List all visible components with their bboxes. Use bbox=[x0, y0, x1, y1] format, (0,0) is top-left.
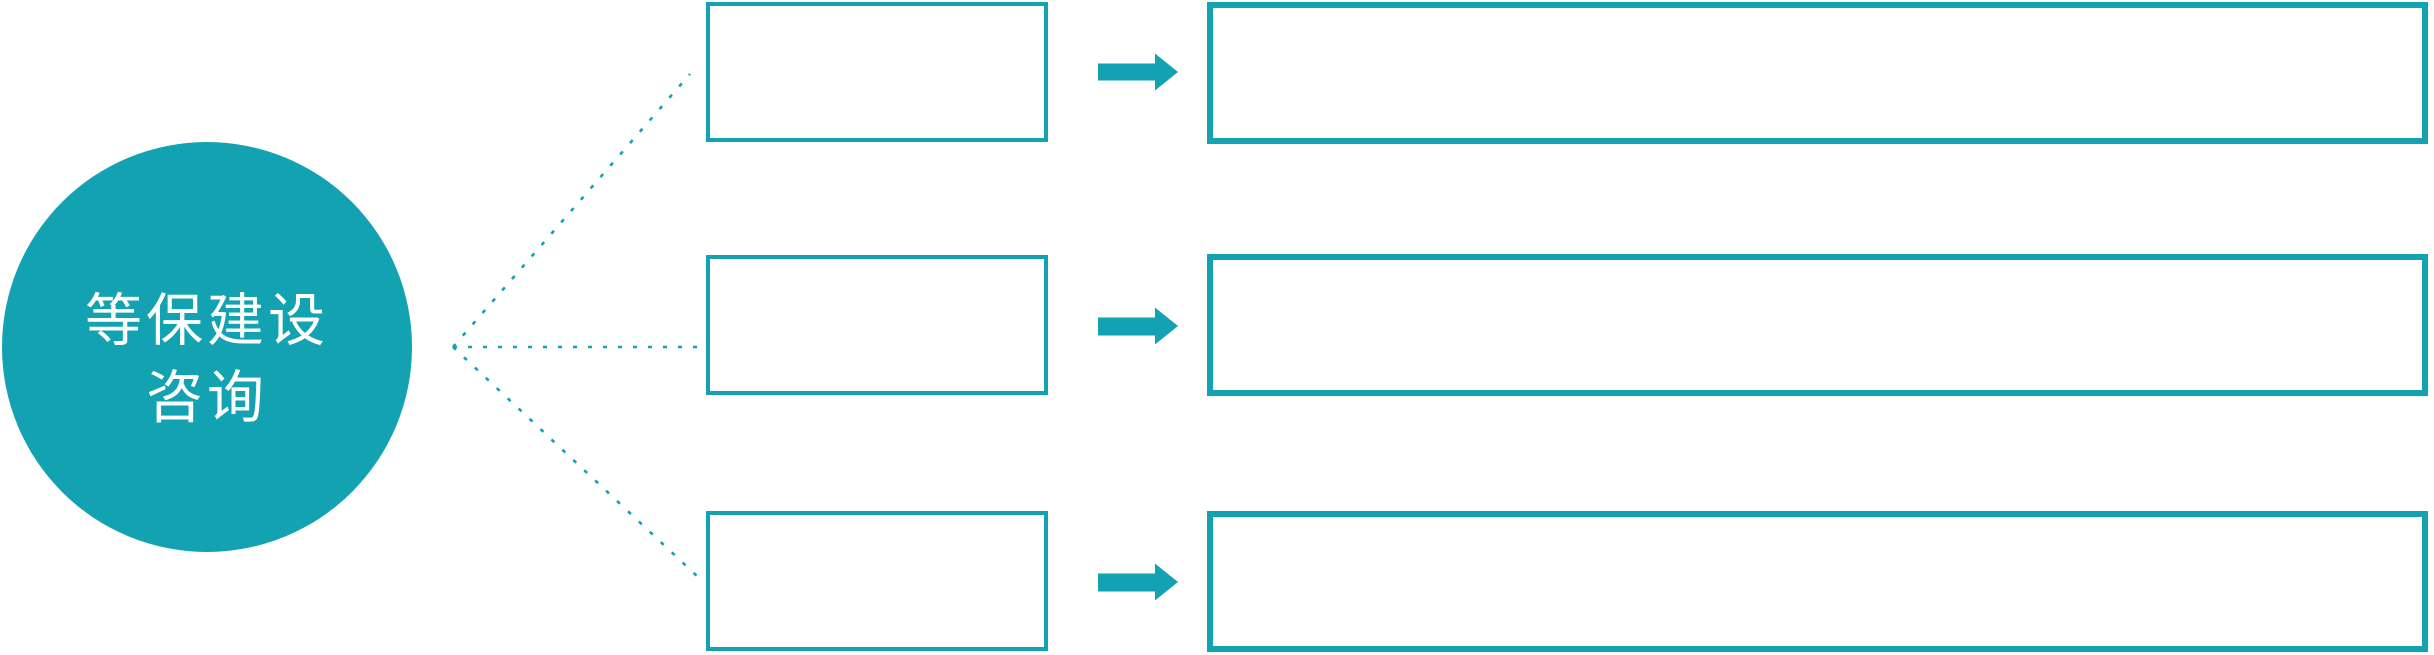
root-node-circle: 等保建设 咨询 bbox=[2, 142, 412, 552]
right-arrow-icon bbox=[1098, 307, 1178, 345]
root-label-line1: 等保建设 bbox=[85, 289, 329, 353]
big-box-row-1 bbox=[1207, 2, 2428, 144]
right-arrow-icon bbox=[1098, 53, 1178, 91]
big-box-row-3 bbox=[1207, 511, 2428, 652]
big-box-row-2 bbox=[1207, 254, 2428, 396]
right-arrow-icon bbox=[1098, 563, 1178, 601]
dotted-connector-bottom bbox=[452, 346, 699, 578]
dotted-connector-top bbox=[452, 73, 691, 348]
root-label-line2: 咨询 bbox=[146, 366, 268, 430]
small-box-row-2 bbox=[706, 255, 1048, 395]
small-box-row-3 bbox=[706, 511, 1048, 651]
root-node-label: 等保建设 咨询 bbox=[85, 283, 329, 437]
small-box-row-1 bbox=[706, 2, 1048, 142]
